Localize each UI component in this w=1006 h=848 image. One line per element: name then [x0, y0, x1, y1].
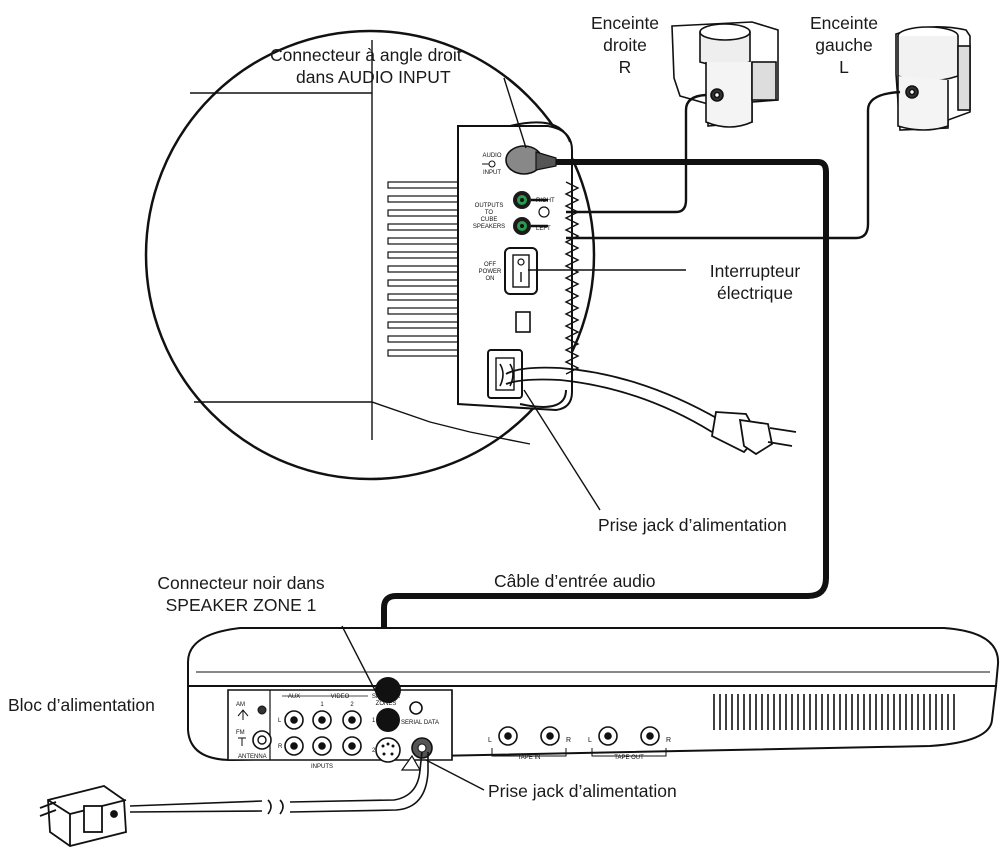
- outputs-text-1: OUTPUTS: [475, 203, 504, 209]
- callout-leaders: [341, 77, 686, 791]
- video-1-label: 1: [320, 702, 324, 708]
- wall-plug-icon: [711, 411, 797, 456]
- am-antenna-icon: [237, 709, 249, 720]
- video-label: VIDEO: [331, 694, 350, 700]
- module-power-cord: [505, 366, 721, 433]
- zone-2-label: 2: [372, 748, 376, 754]
- power-rocker-switch: [504, 247, 538, 295]
- outputs-text-3: CUBE: [481, 217, 498, 223]
- zone-1-label: 1: [372, 718, 376, 724]
- heat-sink-fins: [387, 181, 459, 357]
- tape-out-l-label: L: [588, 737, 592, 744]
- speaker-cables: [531, 90, 901, 240]
- audio-input-text-2: INPUT: [483, 170, 501, 176]
- audio-cable-outline: [381, 159, 829, 676]
- console-vents: [713, 694, 955, 730]
- tape-jacks: [498, 726, 660, 746]
- audio-input-plug: [505, 145, 557, 175]
- outputs-text-2: TO: [485, 210, 494, 216]
- indicator-slot: [515, 311, 531, 333]
- aux-label: AUX: [288, 694, 300, 700]
- antenna-label: ANTENNA: [238, 754, 267, 760]
- output-jack-left: [513, 217, 531, 235]
- outputs-text-4: SPEAKERS: [473, 224, 505, 230]
- right-angle-connector-label: Connecteur à angle droit dans AUDIO INPU…: [270, 45, 462, 87]
- rca-jacks: [284, 710, 362, 756]
- audio-input-arrow-icon: [482, 160, 496, 168]
- zone-1-connector: [376, 708, 400, 732]
- serial-data-port: [409, 701, 423, 715]
- tape-in-l-label: L: [488, 737, 492, 744]
- jack-r-label: R: [278, 744, 283, 750]
- power-text-power: POWER: [479, 269, 502, 275]
- fm-antenna-icon: [238, 737, 246, 746]
- power-text-off: OFF: [484, 262, 496, 268]
- black-connector-label: Connecteur noir dans SPEAKER ZONE 1: [157, 573, 325, 615]
- inputs-label: INPUTS: [311, 764, 333, 770]
- fm-connector: [252, 730, 272, 750]
- power-jack-label-bottom: Prise jack d’alimentation: [488, 781, 677, 801]
- output-led: [538, 206, 550, 218]
- power-text-on: ON: [486, 276, 495, 282]
- tape-in-r-label: R: [566, 737, 571, 744]
- jack-l-label: L: [278, 718, 282, 724]
- am-label: AM: [236, 702, 245, 708]
- zone-2-din-connector: [375, 737, 401, 763]
- power-inlet: [487, 349, 523, 399]
- serial-data-label: SERIAL DATA: [401, 720, 439, 726]
- left-output-text: LEFT: [536, 226, 551, 232]
- black-plug: [375, 677, 401, 703]
- tape-out-r-label: R: [666, 737, 671, 744]
- console-power-cable: [129, 751, 429, 815]
- power-jack-label-top: Prise jack d’alimentation: [598, 515, 787, 535]
- fm-label: FM: [236, 730, 245, 736]
- power-switch-label: Interrupteur électrique: [709, 261, 801, 303]
- audio-input-text: AUDIO: [482, 153, 501, 159]
- right-speaker: [671, 21, 779, 128]
- output-jack-right: [513, 191, 531, 209]
- left-speaker: [895, 26, 971, 131]
- magnified-module-view: AUDIO INPUT OUTPUTS TO CUBE SPEAKERS RIG…: [144, 29, 596, 481]
- audio-input-cable-label: Câble d’entrée audio: [494, 571, 656, 591]
- power-supply-icon: [39, 785, 127, 847]
- console-unit: AM FM ANTENNA AUX VIDEO 1 2 L R INPUTS S…: [187, 627, 1000, 771]
- power-supply-label: Bloc d’alimentation: [8, 695, 155, 715]
- video-2-label: 2: [350, 702, 354, 708]
- am-terminal: [257, 705, 267, 715]
- left-speaker-label: Enceinte gauche L: [809, 13, 879, 77]
- right-speaker-caption: Enceinte droite R: [590, 13, 660, 77]
- tape-in-label: TAPE IN: [518, 755, 541, 761]
- tape-out-label: TAPE OUT: [614, 755, 644, 761]
- speaker-zones-label-2: ZONES: [376, 701, 397, 707]
